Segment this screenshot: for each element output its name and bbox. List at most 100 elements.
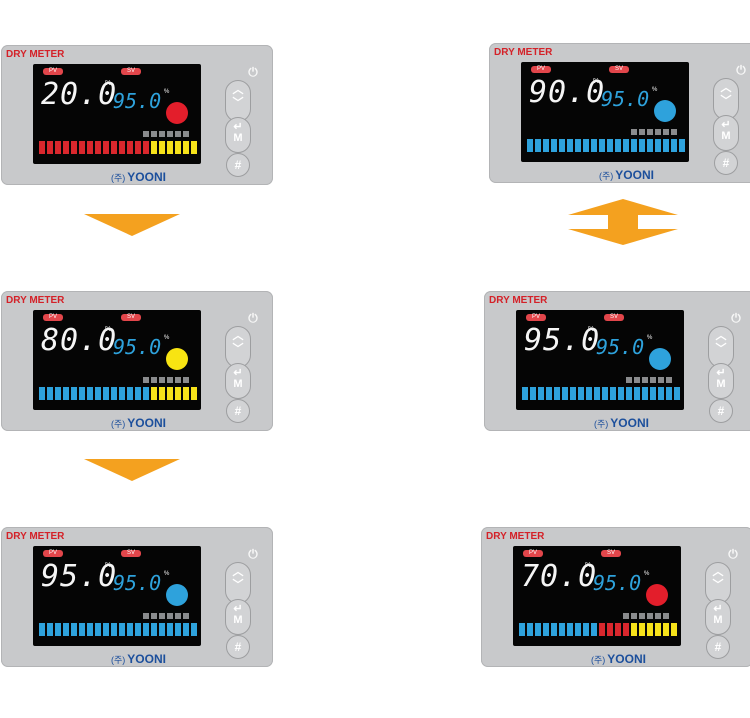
bar-segment [655, 623, 661, 636]
sv-tag: SV [609, 66, 629, 73]
enter-mode-button[interactable]: ↵M [225, 363, 251, 399]
bar-segment [79, 141, 85, 154]
enter-mode-button[interactable]: ↵M [225, 117, 251, 153]
enter-mode-button[interactable]: ↵M [713, 115, 739, 151]
bar-segment [151, 141, 157, 154]
level-cell [631, 129, 637, 135]
bar-segment [527, 623, 533, 636]
bar-segment [535, 623, 541, 636]
level-cell [623, 613, 629, 619]
pv-tag: PV [43, 68, 63, 75]
level-grid [143, 377, 189, 383]
level-cell [175, 131, 181, 137]
bar-segment [63, 387, 69, 400]
bar-segment [151, 623, 157, 636]
bar-segment [546, 387, 552, 400]
grid-icon: # [234, 640, 242, 654]
up-down-button[interactable]: ︿﹀ [225, 562, 251, 604]
bar-segment [591, 623, 597, 636]
level-cell [650, 377, 656, 383]
chevron-up-icon: ︿ [712, 566, 724, 578]
level-cell [663, 129, 669, 135]
enter-icon: ↵ [233, 121, 243, 133]
grid-icon: # [234, 404, 242, 418]
pv-value: 90.0 [529, 75, 606, 110]
bar-segment [191, 623, 197, 636]
bar-segment [95, 141, 101, 154]
status-lamp [166, 102, 188, 124]
level-cell [183, 131, 189, 137]
bar-segment [647, 623, 653, 636]
bar-segment [87, 141, 93, 154]
chevron-up-icon: ︿ [232, 330, 244, 342]
bar-graph [527, 139, 685, 152]
bar-segment [554, 387, 560, 400]
bar-segment [559, 139, 565, 152]
bar-segment [47, 623, 53, 636]
power-icon[interactable]: ⏻ [728, 547, 738, 561]
bar-segment [538, 387, 544, 400]
bar-segment [55, 623, 61, 636]
bar-segment [167, 623, 173, 636]
level-cell [655, 613, 661, 619]
enter-mode-button[interactable]: ↵M [708, 363, 734, 399]
level-grid [626, 377, 672, 383]
level-cell [151, 377, 157, 383]
grid-button[interactable]: # [709, 399, 733, 423]
bar-segment [671, 139, 677, 152]
sv-value: 95.0 [596, 335, 645, 359]
power-icon[interactable]: ⏻ [736, 63, 746, 77]
enter-mode-button[interactable]: ↵M [705, 599, 731, 635]
bar-segment [127, 141, 133, 154]
bar-segment [679, 139, 685, 152]
grid-button[interactable]: # [226, 635, 250, 659]
mode-label: M [233, 132, 243, 144]
pv-value: 80.0 [41, 323, 118, 358]
up-down-button[interactable]: ︿﹀ [225, 80, 251, 122]
grid-button[interactable]: # [714, 151, 738, 175]
bar-segment [159, 623, 165, 636]
grid-button[interactable]: # [226, 153, 250, 177]
enter-mode-button[interactable]: ↵M [225, 599, 251, 635]
level-cell [159, 613, 165, 619]
level-cell [159, 377, 165, 383]
brand-label: DRY METER [6, 531, 65, 542]
power-icon[interactable]: ⏻ [248, 311, 258, 325]
level-cell [143, 131, 149, 137]
pv-value: 95.0 [524, 323, 601, 358]
power-icon[interactable]: ⏻ [248, 547, 258, 561]
up-down-button[interactable]: ︿﹀ [225, 326, 251, 368]
bar-segment [567, 623, 573, 636]
bar-segment [39, 623, 45, 636]
bar-segment [615, 623, 621, 636]
sv-tag: SV [121, 550, 141, 557]
bar-segment [602, 387, 608, 400]
pv-tag: PV [43, 550, 63, 557]
level-cell [634, 377, 640, 383]
bar-segment [103, 387, 109, 400]
level-grid [143, 613, 189, 619]
grid-button[interactable]: # [706, 635, 730, 659]
up-down-button[interactable]: ︿﹀ [708, 326, 734, 368]
sv-tag: SV [121, 314, 141, 321]
up-down-button[interactable]: ︿﹀ [713, 78, 739, 120]
chevron-up-icon: ︿ [715, 330, 727, 342]
arrow-down-icon [84, 459, 180, 481]
bar-segment [567, 139, 573, 152]
sv-value: 95.0 [113, 335, 162, 359]
power-icon[interactable]: ⏻ [248, 65, 258, 79]
level-cell [143, 613, 149, 619]
level-cell [167, 131, 173, 137]
grid-button[interactable]: # [226, 399, 250, 423]
bar-segment [71, 141, 77, 154]
bar-segment [578, 387, 584, 400]
grid-icon: # [722, 156, 730, 170]
bar-segment [87, 387, 93, 400]
up-down-button[interactable]: ︿﹀ [705, 562, 731, 604]
power-icon[interactable]: ⏻ [731, 311, 741, 325]
bar-segment [127, 623, 133, 636]
pv-tag: PV [523, 550, 543, 557]
